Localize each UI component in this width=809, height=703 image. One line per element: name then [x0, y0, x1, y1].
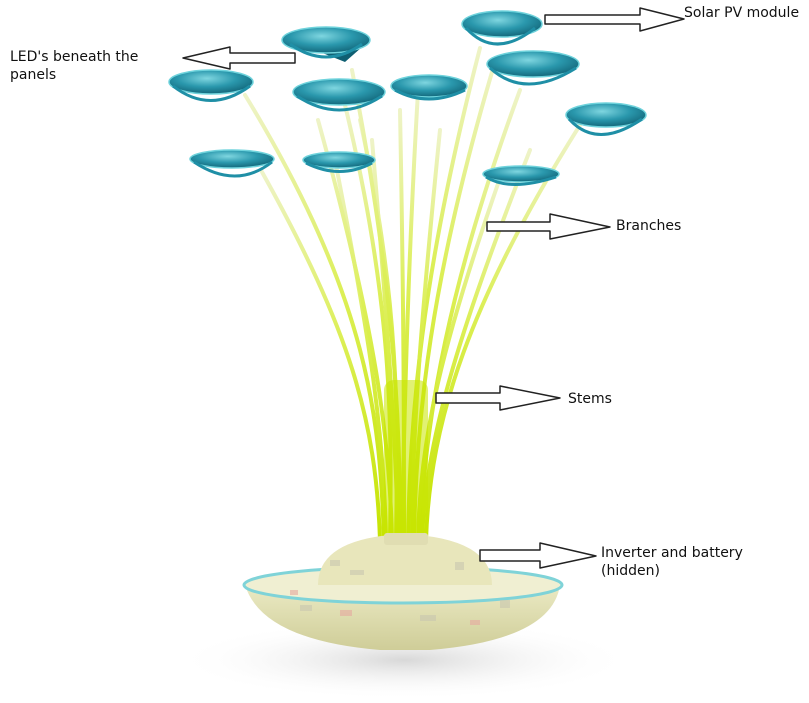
- arrow-branches: [486, 213, 611, 240]
- solar-panel: [486, 50, 580, 86]
- callout-arrows: [182, 7, 685, 569]
- solar-panel: [302, 151, 376, 173]
- label-inverter-battery: Inverter and battery (hidden): [601, 544, 743, 581]
- label-inverter-line2: (hidden): [601, 563, 660, 580]
- label-leds-line2: panels: [10, 67, 57, 84]
- arrow-leds: [182, 46, 296, 70]
- solar-panel: [189, 149, 275, 178]
- solar-panel: [390, 74, 468, 101]
- arrow-inverter: [479, 542, 597, 569]
- label-leds-line1: LED's beneath the: [10, 49, 139, 65]
- base-planter: [242, 533, 564, 650]
- label-stems: Stems: [568, 391, 612, 407]
- label-leds: LED's beneath the panels: [10, 48, 138, 85]
- solar-panel: [565, 102, 647, 136]
- solar-panel: [482, 165, 560, 186]
- arrow-stems: [435, 385, 561, 411]
- label-branches: Branches: [616, 218, 682, 234]
- label-inverter-line1: Inverter and battery: [601, 545, 743, 561]
- solar-panels: [168, 10, 647, 186]
- solar-panel: [281, 26, 371, 62]
- label-solar-pv-module: Solar PV module: [684, 5, 800, 21]
- solar-panel: [168, 69, 254, 102]
- trunk: [384, 380, 428, 542]
- arrow-solar-pv-module: [544, 7, 685, 32]
- solar-panel: [292, 78, 386, 112]
- solar-panel: [461, 10, 543, 46]
- floor-shadow: [174, 620, 634, 700]
